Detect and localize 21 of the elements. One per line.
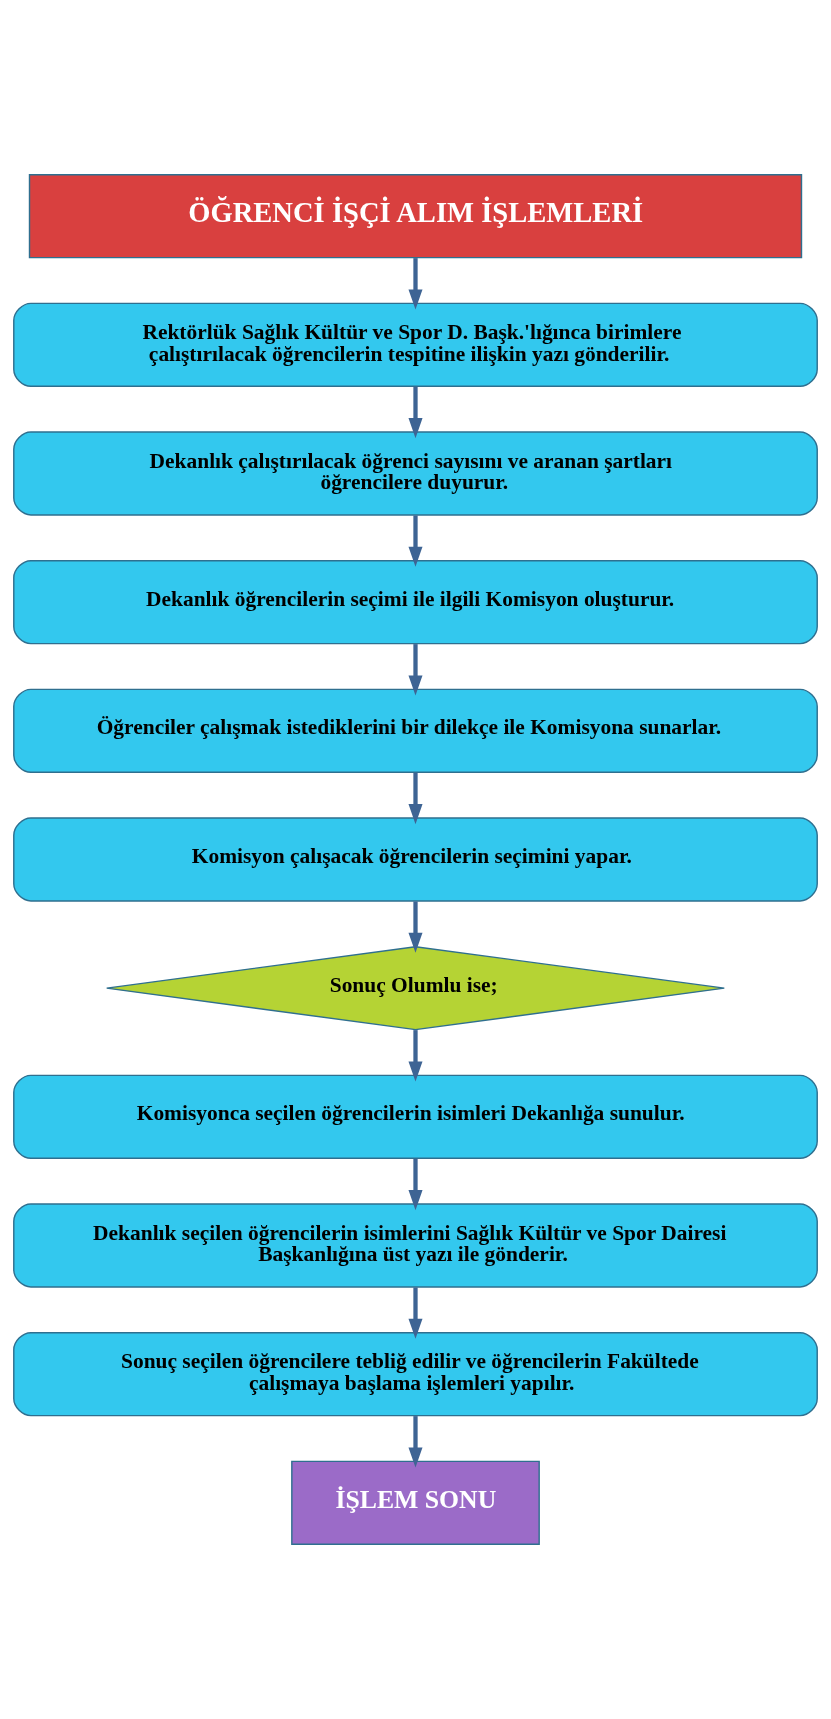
node-box: Rektörlük Sağlık Kültür ve Spor D. Başk.'lığınca birimlere çalıştırılacak öğrencilerin tespitine ilişkin yazı gönderilir. [13,302,818,387]
node-box: Dekanlık çalıştırılacak öğrenci sayısını ve aranan şartları öğrencilere duyurur. [13,431,818,516]
arrow [408,1158,423,1211]
node-diamond: Sonuç Olumlu ise; [106,946,725,1031]
node-box: ÖĞRENCİ İŞÇİ ALIM İŞLEMLERİ [28,174,803,259]
arrow [408,644,423,696]
node-box: Komisyonca seçilen öğrencilerin isimleri Dekanlığa sunulur. [13,1074,818,1159]
node-box: Komisyon çalışacak öğrencilerin seçimini yapar. [13,817,818,902]
arrow [408,901,423,953]
node-box: Öğrenciler çalışmak istediklerini bir dilekçe ile Komisyona sunarlar. [13,688,818,773]
arrow [408,515,423,567]
node-box: Dekanlık seçilen öğrencilerin isimlerini Sağlık Kültür ve Spor Dairesi Başkanlığına üst yazı ile gönderir. [13,1203,818,1288]
node-box: Sonuç seçilen öğrencilere tebliğ edilir ve öğrencilerin Fakültede çalışmaya başlama işlemleri yapılır. [13,1332,818,1417]
node-box: İŞLEM SONU [291,1460,540,1545]
arrow [408,1030,423,1082]
node-box: Dekanlık öğrencilerin seçimi ile ilgili Komisyon oluşturur. [13,560,818,645]
arrow [408,1416,423,1468]
arrow [408,1287,423,1339]
arrow [408,258,423,310]
arrow [408,386,423,439]
arrow [408,772,423,825]
